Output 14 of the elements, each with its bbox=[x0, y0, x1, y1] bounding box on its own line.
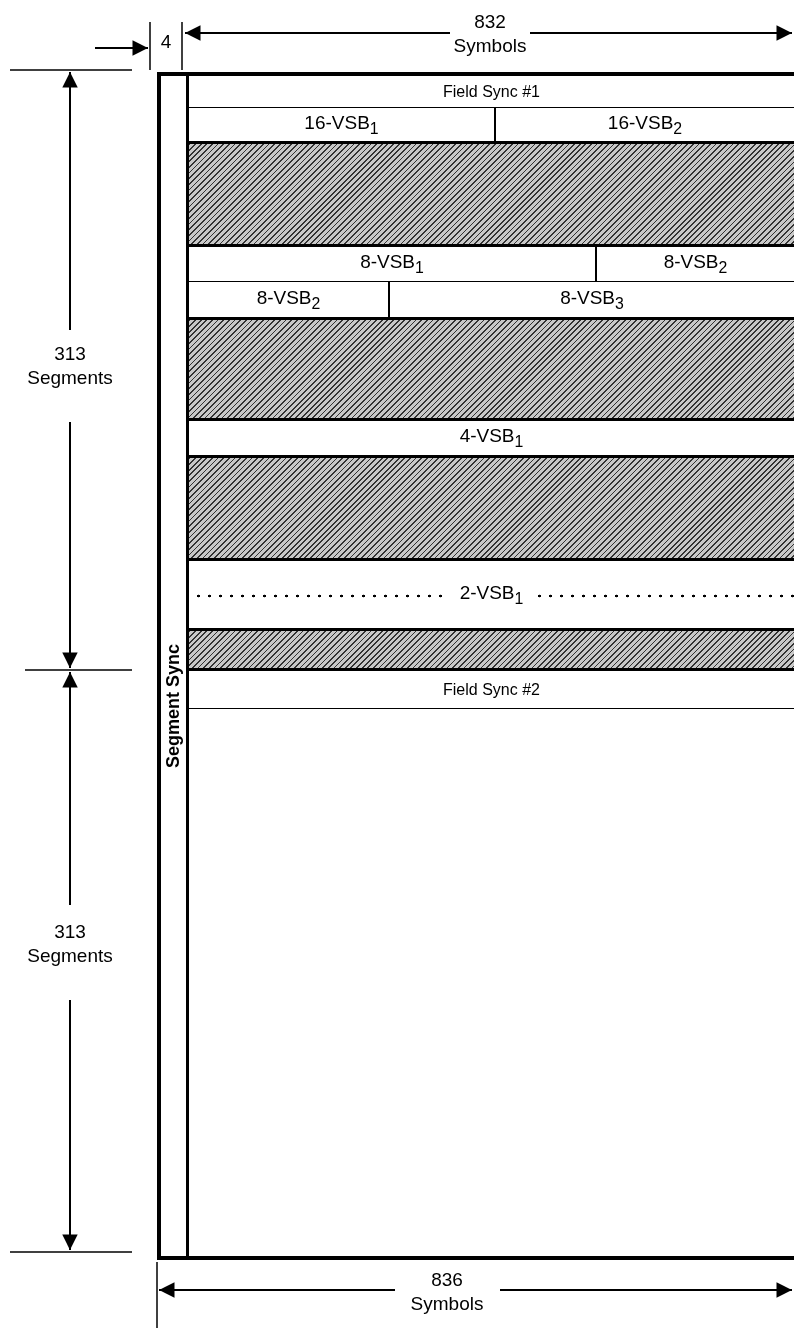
field-row: 8-VSB$_{1}$ bbox=[189, 247, 597, 282]
field-row: Field Sync #2 bbox=[189, 671, 794, 709]
hatched-band bbox=[189, 141, 794, 247]
dimension-label: 836 Symbols bbox=[409, 1268, 485, 1316]
hatched-band bbox=[189, 628, 794, 671]
dimension-label: 4 bbox=[159, 30, 173, 54]
frame-box bbox=[157, 72, 794, 1260]
dimension-label: 832 Symbols bbox=[452, 10, 528, 58]
field-row: Field Sync #1 bbox=[189, 76, 794, 108]
field-row: 8-VSB$_{2}$ bbox=[597, 247, 794, 282]
dimension-label: 313 Segments bbox=[26, 342, 114, 390]
hatched-band bbox=[189, 317, 794, 421]
dimension-label: 313 Segments bbox=[26, 920, 114, 968]
hatched-band bbox=[189, 455, 794, 561]
